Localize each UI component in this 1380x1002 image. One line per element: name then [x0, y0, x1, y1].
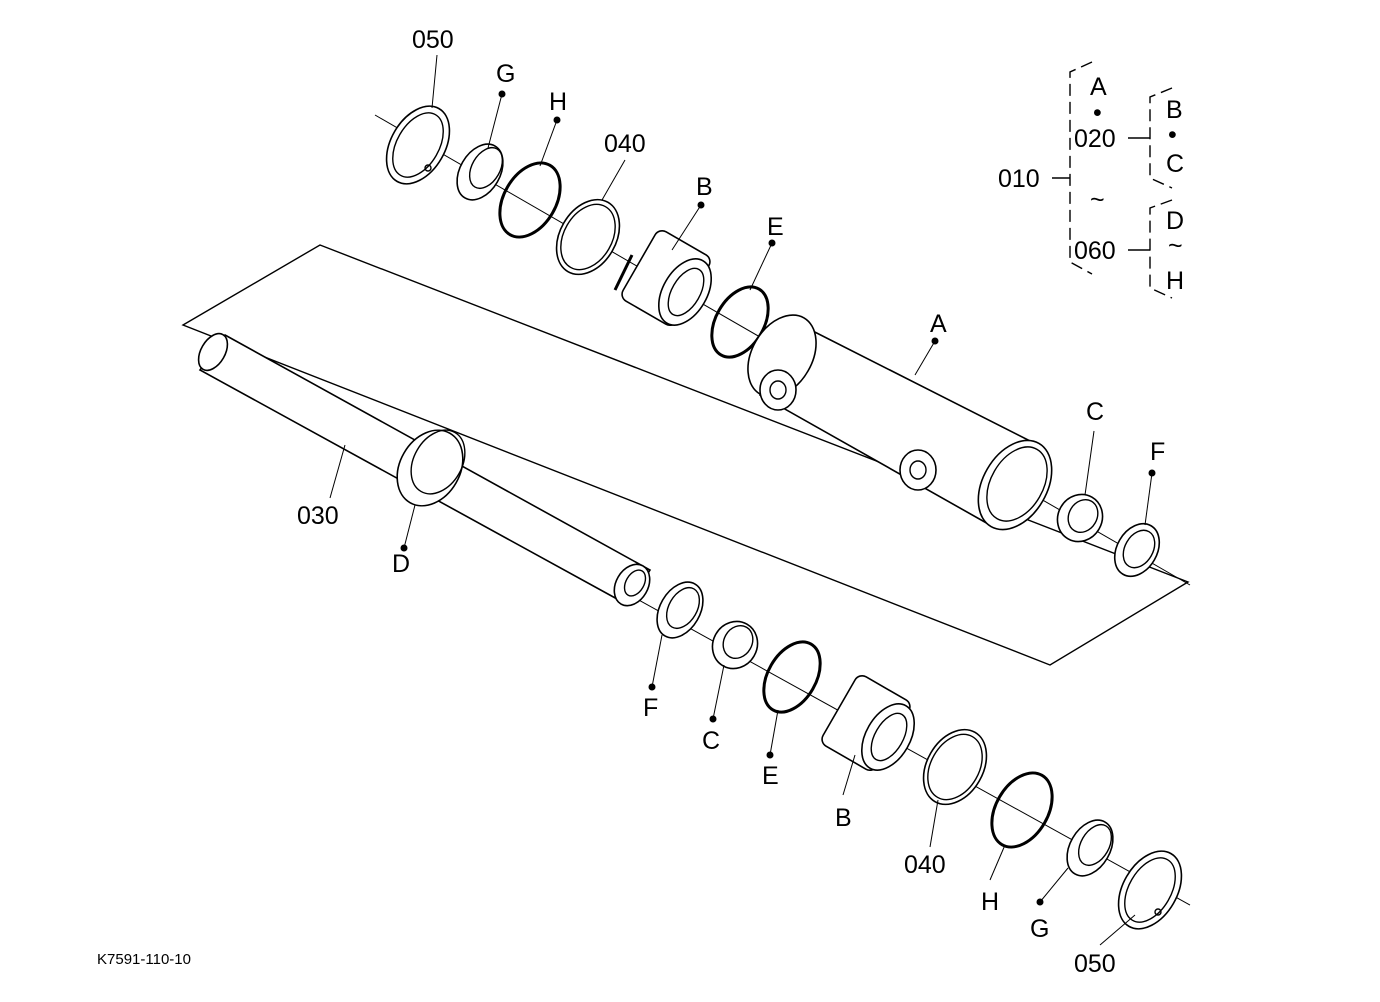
label-d: D: [392, 550, 410, 578]
drawing-reference: K7591-110-10: [97, 951, 191, 968]
label-040-bottom: 040: [904, 851, 946, 879]
wiper-g-top[interactable]: [448, 136, 513, 208]
leader-lines: [329, 54, 1156, 946]
label-h-bottom: H: [981, 888, 999, 916]
label-a: A: [930, 310, 947, 338]
label-f-bottom: F: [643, 694, 658, 722]
bushing-c-bottom[interactable]: [704, 613, 766, 677]
snap-ring-050-top[interactable]: [374, 95, 463, 195]
label-b-top: B: [696, 173, 713, 201]
label-050-top: 050: [412, 26, 454, 54]
label-b-bottom: B: [835, 804, 852, 832]
seal-f-bottom[interactable]: [648, 574, 713, 646]
piston-rod-030[interactable]: [193, 329, 657, 612]
label-f-right: F: [1150, 438, 1165, 466]
legend-dot-a: •: [1093, 99, 1102, 127]
assembly-legend: [1052, 61, 1173, 299]
label-030: 030: [297, 502, 339, 530]
legend-d: D: [1166, 207, 1184, 235]
label-e-bottom: E: [762, 762, 779, 790]
legend-010: 010: [998, 165, 1040, 193]
label-040-top: 040: [604, 130, 646, 158]
cylinder-tube-a[interactable]: [734, 303, 1067, 543]
legend-tilde-1: ~: [1090, 186, 1105, 214]
legend-c: C: [1166, 150, 1184, 178]
label-g-bottom: G: [1030, 915, 1049, 943]
legend-b: B: [1166, 96, 1183, 124]
legend-tilde-2: ~: [1168, 232, 1183, 260]
legend-h: H: [1166, 267, 1184, 295]
snap-ring-050-bottom[interactable]: [1106, 840, 1195, 940]
label-g-top: G: [496, 60, 515, 88]
gland-b-top[interactable]: [613, 228, 722, 334]
o-ring-e-bottom[interactable]: [752, 632, 832, 722]
label-050-bottom: 050: [1074, 950, 1116, 978]
legend-060: 060: [1074, 237, 1116, 265]
backup-ring-040-bottom[interactable]: [911, 718, 999, 815]
wiper-g-bottom[interactable]: [1058, 812, 1123, 884]
label-h-top: H: [549, 88, 567, 116]
bushing-c-right[interactable]: [1049, 486, 1111, 550]
label-c-bottom: C: [702, 727, 720, 755]
label-c-right: C: [1086, 398, 1104, 426]
rod-group-outline: [181, 244, 1190, 666]
gland-b-bottom[interactable]: [819, 673, 925, 779]
legend-020: 020: [1074, 125, 1116, 153]
label-e-top: E: [767, 213, 784, 241]
o-ring-h-bottom[interactable]: [979, 762, 1064, 857]
legend-dot-bc: •: [1168, 121, 1177, 149]
o-ring-h-top[interactable]: [487, 152, 572, 247]
legend-a: A: [1090, 73, 1107, 101]
backup-ring-040-top[interactable]: [544, 188, 632, 285]
seal-f-right[interactable]: [1106, 516, 1169, 584]
